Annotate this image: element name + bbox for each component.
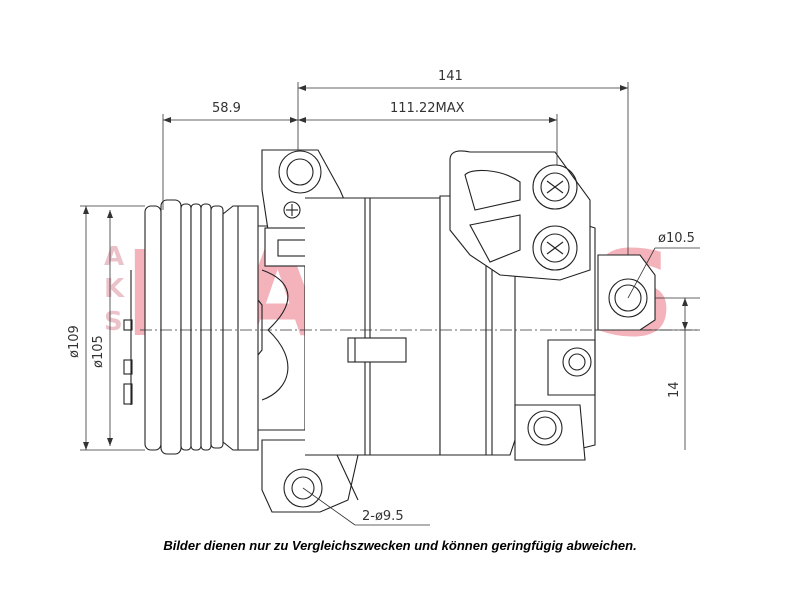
dim-offset-vertical: 14 [667,381,682,398]
dimension-arrows [83,85,688,450]
dim-pulley-offset: 58.9 [212,101,241,116]
dim-overall-length: 141 [438,69,463,84]
manifold-block [449,150,591,281]
dimension-labels: 141 58.9 111.22MAX ø10.5 ø109 ø105 14 2-… [67,69,695,524]
watermark-side-letter: S [104,307,123,337]
watermark-side-letter: A [104,242,124,272]
pulley [123,199,224,455]
watermark-side-letters: A K S [104,242,125,337]
compressor-outline [123,149,656,513]
dim-pulley-outer: ø109 [67,325,82,358]
disclaimer-caption: Bilder dienen nur zu Vergleichszwecken u… [163,538,637,553]
watermark-side-letter: K [104,274,125,304]
lower-rear-mount [514,404,586,461]
dim-mount-holes: 2-ø9.5 [362,509,404,524]
dim-pulley-inner: ø105 [91,335,106,368]
dim-hole-right: ø10.5 [658,231,695,246]
main-body [305,197,441,456]
lower-mount [261,439,359,513]
dim-body-length: 111.22MAX [390,101,465,116]
